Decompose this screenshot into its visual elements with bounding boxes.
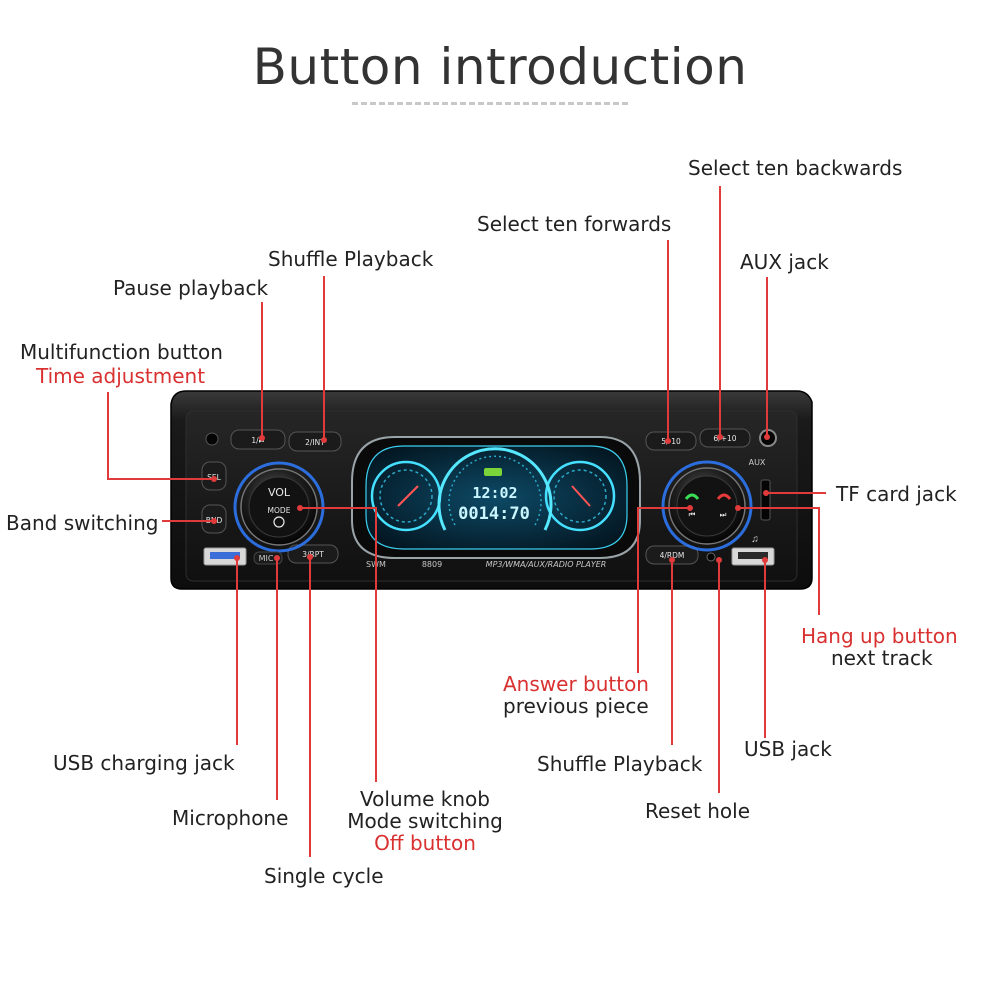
label-microphone: Microphone bbox=[172, 806, 289, 830]
label-next-track: next track bbox=[831, 646, 933, 670]
label-usb-charging-jack: USB charging jack bbox=[53, 751, 235, 775]
svg-text:5/-10: 5/-10 bbox=[661, 437, 681, 446]
button-2-shuffle[interactable]: 2/INT bbox=[288, 431, 342, 452]
label-shuffle-playback-bottom: Shuffle Playback bbox=[537, 752, 703, 776]
svg-text:6/+10: 6/+10 bbox=[713, 434, 736, 443]
power-icon bbox=[273, 516, 285, 528]
display-frequency: 0014:70 bbox=[458, 504, 530, 524]
page-title: Button introduction bbox=[252, 38, 748, 96]
display-time: 12:02 bbox=[472, 484, 517, 502]
model-text: 8809 bbox=[422, 560, 442, 569]
vol-label: VOL bbox=[268, 486, 291, 499]
svg-text:1/⏯: 1/⏯ bbox=[251, 436, 264, 445]
tf-card-slot[interactable] bbox=[760, 479, 771, 521]
next-icon: ⏭ bbox=[720, 510, 727, 519]
svg-text:MIC: MIC bbox=[259, 554, 274, 563]
label-shuffle-playback-top: Shuffle Playback bbox=[268, 247, 434, 271]
label-time-adjustment: Time adjustment bbox=[36, 364, 206, 388]
button-4-random[interactable]: 4/RDM bbox=[645, 545, 699, 565]
mode-label: MODE bbox=[268, 506, 291, 515]
car-radio-unit: 12:02 0014:70 1/⏯ 2/INT 3/RPT SEL BND bbox=[170, 390, 813, 590]
music-note-icon: ♫ bbox=[751, 534, 759, 545]
label-select-ten-forwards: Select ten forwards bbox=[477, 212, 672, 236]
svg-text:2/INT: 2/INT bbox=[305, 438, 325, 447]
label-aux-jack: AUX jack bbox=[740, 250, 829, 274]
hangup-icon bbox=[716, 493, 732, 500]
label-single-cycle: Single cycle bbox=[264, 864, 384, 888]
label-previous-piece: previous piece bbox=[503, 694, 649, 718]
svg-text:4/RDM: 4/RDM bbox=[660, 551, 685, 560]
answer-icon bbox=[684, 493, 700, 500]
label-volume-knob: Volume knob bbox=[360, 787, 490, 811]
title-divider bbox=[352, 102, 628, 105]
label-band-switching: Band switching bbox=[6, 511, 159, 535]
label-off-button: Off button bbox=[374, 831, 476, 855]
reset-hole[interactable] bbox=[706, 552, 716, 562]
label-select-ten-backwards: Select ten backwards bbox=[688, 156, 903, 180]
button-1-pause[interactable]: 1/⏯ bbox=[230, 429, 286, 450]
label-hang-up-button: Hang up button bbox=[801, 624, 958, 648]
label-usb-jack: USB jack bbox=[744, 737, 832, 761]
previous-icon: ⏮ bbox=[689, 510, 696, 519]
label-reset-hole: Reset hole bbox=[645, 799, 750, 823]
label-tf-card-jack: TF card jack bbox=[836, 482, 957, 506]
left-led-hole bbox=[205, 432, 219, 446]
lcd-display: 12:02 0014:70 bbox=[351, 436, 641, 559]
leader-lines bbox=[107, 186, 826, 857]
label-pause-playback: Pause playback bbox=[113, 276, 269, 300]
button-3-repeat[interactable]: 3/RPT bbox=[287, 544, 339, 564]
volume-knob[interactable]: VOL MODE bbox=[233, 461, 325, 553]
label-multifunction-button: Multifunction button bbox=[20, 340, 223, 364]
label-mode-switching: Mode switching bbox=[347, 809, 503, 833]
answer-hangup-knob[interactable]: ⏮ ⏭ bbox=[661, 460, 753, 552]
player-text: MP3/WMA/AUX/RADIO PLAYER bbox=[486, 560, 607, 569]
label-answer-button: Answer button bbox=[503, 672, 649, 696]
button-6-forward-ten[interactable]: 6/+10 bbox=[699, 428, 751, 448]
usb-charging-port[interactable] bbox=[203, 547, 247, 566]
svg-text:3/RPT: 3/RPT bbox=[302, 550, 324, 559]
usb-port[interactable] bbox=[731, 547, 775, 566]
aux-text: AUX bbox=[749, 458, 766, 467]
